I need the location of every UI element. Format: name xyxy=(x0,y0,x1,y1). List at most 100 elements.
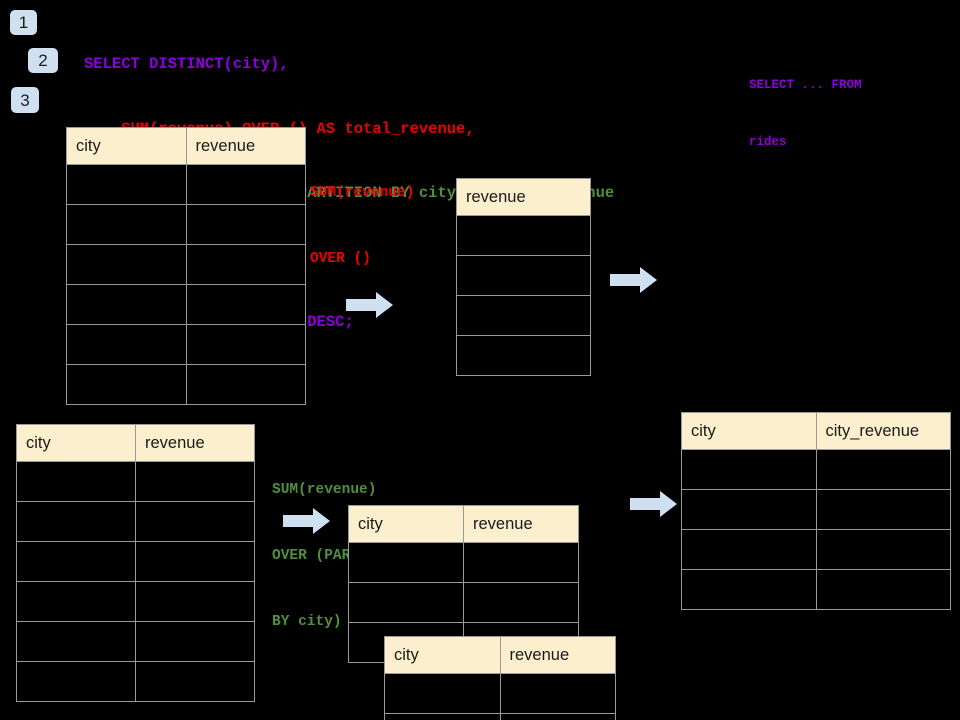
table-cell xyxy=(463,582,579,623)
table-row xyxy=(456,295,591,336)
table-cell xyxy=(815,449,951,490)
table-cell xyxy=(66,364,187,405)
table-row xyxy=(16,581,255,622)
table-cell xyxy=(348,542,464,583)
annotation-total-revenue: SUM(revenue) OVER () xyxy=(310,138,414,314)
annotation-total-revenue-line-2: OVER () xyxy=(310,251,371,267)
arrow-source-to-total xyxy=(346,290,394,325)
table-row xyxy=(384,673,616,714)
table-body xyxy=(384,673,616,720)
table-body xyxy=(456,215,591,376)
table-row xyxy=(456,335,591,376)
arrow-right-icon xyxy=(610,267,657,293)
table-row xyxy=(66,324,306,365)
table-header-row: city revenue xyxy=(66,127,306,165)
table-cell xyxy=(456,255,591,296)
table-cell xyxy=(135,661,255,702)
column-header-revenue: revenue xyxy=(456,178,591,216)
side-note-line-2: rides xyxy=(749,135,787,149)
table-body xyxy=(16,461,255,702)
column-header-city-revenue: city_revenue xyxy=(815,412,951,450)
arrow-right-icon xyxy=(283,508,330,534)
table-cell xyxy=(135,501,255,542)
table-row xyxy=(16,621,255,662)
column-header-revenue: revenue xyxy=(463,505,579,543)
step-badge-3-label: 3 xyxy=(20,90,30,110)
table-cell xyxy=(815,529,951,570)
table-row xyxy=(16,501,255,542)
partition-table-front: city revenue xyxy=(384,636,616,720)
step-badge-1-label: 1 xyxy=(18,13,29,32)
table-cell xyxy=(135,541,255,582)
table-row xyxy=(384,713,616,720)
table-row xyxy=(456,215,591,256)
table-row xyxy=(681,529,951,570)
total-revenue-table: revenue xyxy=(456,178,591,376)
table-cell xyxy=(16,621,136,662)
column-header-city: city xyxy=(16,424,136,462)
table-cell xyxy=(16,501,136,542)
table-cell xyxy=(135,581,255,622)
table-row xyxy=(348,582,579,623)
table-cell xyxy=(456,215,591,256)
table-header-row: revenue xyxy=(456,178,591,216)
table-row xyxy=(16,541,255,582)
table-cell xyxy=(185,364,306,405)
table-cell xyxy=(456,335,591,376)
table-cell xyxy=(463,542,579,583)
table-row xyxy=(66,244,306,285)
table-cell xyxy=(16,461,136,502)
table-cell xyxy=(66,324,187,365)
sql-line-select: SELECT DISTINCT(city), xyxy=(84,55,289,73)
table-cell xyxy=(681,569,817,610)
arrow-right-icon xyxy=(630,491,677,517)
table-cell xyxy=(185,284,306,325)
table-cell xyxy=(815,569,951,610)
annotation-city-revenue-line-3: BY city) xyxy=(272,614,342,630)
table-cell xyxy=(499,713,616,720)
column-header-revenue: revenue xyxy=(185,127,306,165)
table-cell xyxy=(384,713,501,720)
table-header-row: city city_revenue xyxy=(681,412,951,450)
step-badge-1: 1 xyxy=(10,10,37,35)
table-cell xyxy=(348,582,464,623)
table-cell xyxy=(185,204,306,245)
column-header-city: city xyxy=(384,636,501,674)
table-cell xyxy=(384,673,501,714)
step-badge-2: 2 xyxy=(28,48,58,73)
table-header-row: city revenue xyxy=(348,505,579,543)
table-cell xyxy=(185,244,306,285)
column-header-city: city xyxy=(348,505,464,543)
rides-source-table-bottom: city revenue xyxy=(16,424,255,702)
table-cell xyxy=(66,164,187,205)
table-row xyxy=(66,364,306,405)
table-cell xyxy=(16,661,136,702)
arrow-source-to-partition xyxy=(283,506,331,541)
table-row xyxy=(66,164,306,205)
arrow-total-to-result xyxy=(610,265,658,300)
column-header-city: city xyxy=(66,127,187,165)
table-row xyxy=(66,284,306,325)
annotation-city-revenue-line-1: SUM(revenue) xyxy=(272,482,377,498)
result-table: city city_revenue xyxy=(681,412,951,610)
table-cell xyxy=(66,244,187,285)
table-cell xyxy=(815,489,951,530)
side-note-line-1: SELECT ... FROM xyxy=(749,78,862,92)
step-badge-2-label: 2 xyxy=(38,51,48,70)
table-cell xyxy=(135,621,255,662)
annotation-total-revenue-line-1: SUM(revenue) xyxy=(310,185,415,201)
arrow-right-icon xyxy=(346,292,393,318)
table-row xyxy=(348,542,579,583)
table-row xyxy=(681,569,951,610)
table-cell xyxy=(135,461,255,502)
table-cell xyxy=(185,164,306,205)
table-cell xyxy=(681,529,817,570)
column-header-city: city xyxy=(681,412,817,450)
table-row xyxy=(681,489,951,530)
table-cell xyxy=(499,673,616,714)
rides-source-table-top: city revenue xyxy=(66,127,306,405)
table-cell xyxy=(66,284,187,325)
table-cell xyxy=(456,295,591,336)
table-row xyxy=(16,461,255,502)
